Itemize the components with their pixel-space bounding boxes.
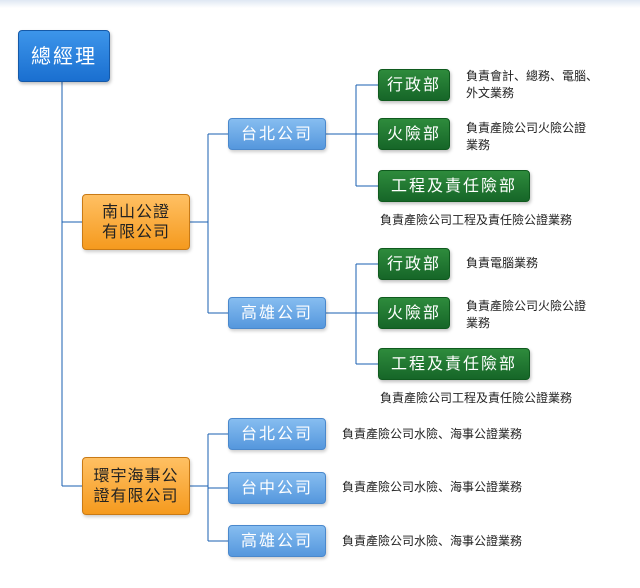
dept-taipei-fire: 火險部 [378,118,450,150]
branch-label: 高雄公司 [240,531,313,550]
dept-kaohsiung-fire: 火險部 [378,297,450,329]
dept-taipei-fire-desc: 負責產險公司火險公證 業務 [466,121,587,152]
branch-huanyu-taichung-desc: 負責產險公司水險、海事公證業務 [342,480,523,494]
root-label: 總經理 [31,43,97,68]
company-label-line2: 證有限公司 [93,486,179,505]
dept-label: 行政部 [386,75,441,94]
branch-huanyu-kaohsiung-desc: 負責產險公司水險、海事公證業務 [342,534,523,548]
branch-huanyu-kaohsiung: 高雄公司 [228,525,326,557]
company-nanshan: 南山公證 有限公司 [82,194,190,250]
branch-label: 高雄公司 [240,303,313,322]
company-huanyu: 環宇海事公 證有限公司 [82,457,190,515]
dept-taipei-admin: 行政部 [378,69,450,101]
dept-kaohsiung-engineering-desc: 負責產險公司工程及責任險公證業務 [380,391,573,405]
dept-label: 工程及責任險部 [390,354,517,373]
branch-label: 台北公司 [240,124,313,143]
dept-label: 行政部 [386,254,441,273]
branch-huanyu-taichung: 台中公司 [228,472,326,504]
dept-label: 工程及責任險部 [390,176,517,195]
company-label-line2: 有限公司 [101,222,170,241]
dept-kaohsiung-admin: 行政部 [378,248,450,280]
branch-nanshan-kaohsiung: 高雄公司 [228,297,326,329]
dept-taipei-engineering-desc: 負責產險公司工程及責任險公證業務 [380,213,573,227]
branch-huanyu-taipei: 台北公司 [228,418,326,450]
dept-label: 火險部 [386,124,441,143]
dept-kaohsiung-engineering: 工程及責任險部 [378,348,530,380]
branch-huanyu-taipei-desc: 負責產險公司水險、海事公證業務 [342,427,523,441]
root-node: 總經理 [18,30,110,82]
company-label-line1: 南山公證 [101,202,170,221]
branch-label: 台北公司 [240,424,313,443]
dept-kaohsiung-admin-desc: 負責電腦業務 [466,256,539,270]
company-label-line1: 環宇海事公 [93,466,179,485]
branch-nanshan-taipei: 台北公司 [228,118,326,150]
branch-label: 台中公司 [240,478,313,497]
dept-label: 火險部 [386,303,441,322]
top-border [0,0,640,8]
dept-kaohsiung-fire-desc: 負責產險公司火險公證 業務 [466,299,587,330]
dept-taipei-admin-desc: 負責會計、總務、電腦、 外文業務 [466,69,599,100]
dept-taipei-engineering: 工程及責任險部 [378,170,530,202]
